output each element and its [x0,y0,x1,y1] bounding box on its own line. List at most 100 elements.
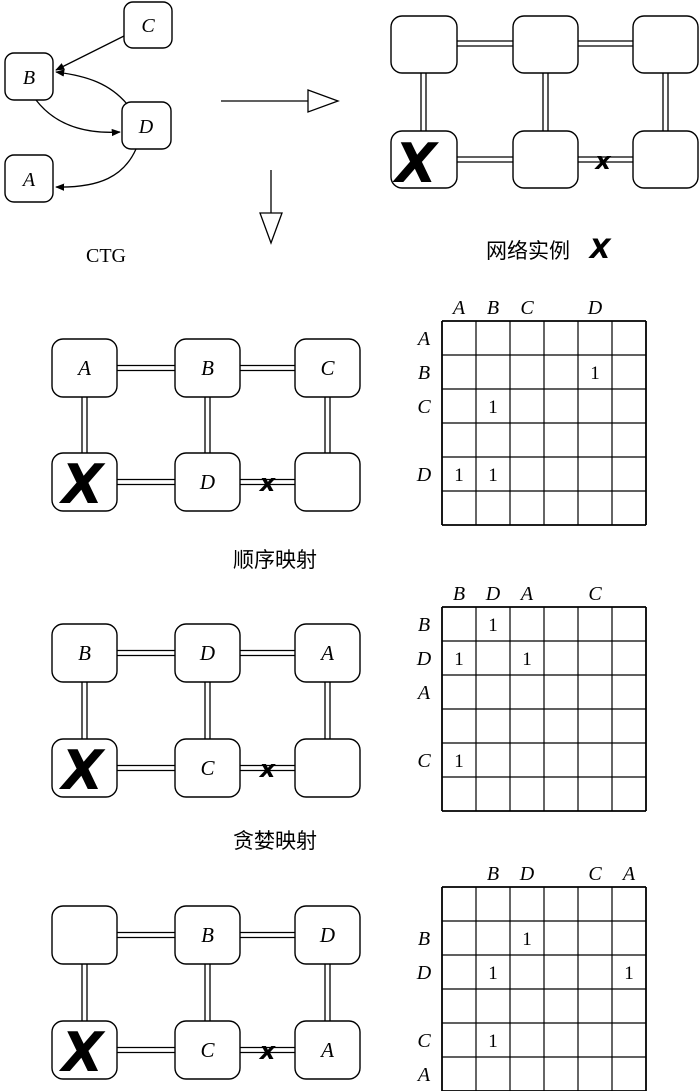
ctg-edge-d-a [55,148,137,191]
mesh-node [294,338,361,398]
mesh-node-label: C [320,356,335,380]
ctg-edge-d-b [55,69,128,105]
mesh-node [51,1020,118,1080]
faulty-node-mark: X [59,739,106,802]
matrix-row-label: B [418,614,430,636]
network-instance-caption-mark: X [588,234,612,265]
mesh-node [51,338,118,398]
faulty-node-mark: X [59,453,106,516]
matrix-cell-value: 1 [488,963,498,984]
mesh-node [174,1020,241,1080]
ctg-node-a [4,154,54,203]
ctg-node-c [123,1,173,49]
mesh-node [294,623,361,683]
ctg-node-a-label: A [21,169,36,191]
faulty-node-mark: X [59,1021,106,1084]
mesh-node [51,452,118,512]
mesh-node [51,738,118,798]
matrix-row-label: D [416,464,432,486]
matrix-col-label: A [451,297,466,319]
net-node [512,130,579,189]
matrix-cell-value: 1 [488,397,498,418]
matrix-cell-value: 1 [488,615,498,636]
matrix-cell-value: 1 [522,649,532,670]
matrix-col-label: A [519,583,534,605]
mapping-caption: 顺序映射 [233,548,317,572]
mesh-node [294,905,361,965]
mesh-node [294,738,361,798]
matrix-cell-value: 1 [454,649,464,670]
matrix-row-label: B [418,928,430,950]
faulty-link-mark: x [259,469,277,497]
matrix-row-label: A [416,328,431,350]
mapping-caption: 贪婪映射 [233,829,317,853]
net-node [512,15,579,74]
matrix-row-label: B [418,362,430,384]
matrix-col-label: D [587,297,603,319]
matrix-row-label: A [416,682,431,704]
faulty-node-mark: X [392,132,439,195]
network-instance-caption: 网络实例 [486,239,570,263]
net-node [632,130,699,189]
matrix-col-label: D [485,583,501,605]
matrix-cell-value: 1 [454,751,464,772]
mesh-node-label: D [319,923,335,947]
matrix-col-label: A [621,863,636,885]
net-node-faulty [390,130,458,189]
mesh-node-label: C [200,1038,215,1062]
flow-arrow-right [221,89,340,113]
matrix-row-label: C [417,1030,431,1052]
mesh-node-label: A [319,641,334,665]
matrix-col-label: B [487,297,499,319]
mesh-node [294,452,361,512]
matrix-cell-value: 1 [454,465,464,486]
faulty-link-mark: x [259,755,277,783]
mesh-node-label: D [199,470,215,494]
ctg-caption: CTG [86,245,126,267]
matrix-cell-value: 1 [488,465,498,486]
ctg-node-c-label: C [141,15,155,37]
matrix-col-label: B [453,583,465,605]
ctg-node-d-label: D [138,116,154,138]
mesh-node-label: D [199,641,215,665]
mesh-node [294,1020,361,1080]
ctg-node-b [4,52,54,101]
matrix-cell-value: 1 [488,1031,498,1052]
matrix-col-label: D [519,863,535,885]
ctg-edge-c-b [55,35,125,71]
mesh-node-label: B [78,641,91,665]
matrix-cell-value: 1 [624,963,634,984]
net-node [390,15,458,74]
mesh-node [51,623,118,683]
ctg-graph: C B D A CTG [4,1,173,267]
matrix-row-label: A [416,1064,431,1086]
mesh-node-label: B [201,923,214,947]
matrix-col-label: C [520,297,534,319]
mesh-node [174,452,241,512]
matrix-row-label: C [417,750,431,772]
matrix-cell-value: 1 [522,929,532,950]
faulty-link-mark: x [594,147,612,175]
mesh-node-label: C [200,756,215,780]
matrix-col-label: C [588,863,602,885]
faulty-link-mark: x [259,1037,277,1065]
matrix-row-label: C [417,396,431,418]
matrix-row-label: D [416,648,432,670]
mesh-node [174,738,241,798]
matrix-row-label: D [416,962,432,984]
mesh-node [174,905,241,965]
ctg-node-b-label: B [23,67,35,89]
matrix-col-label: C [588,583,602,605]
mesh-node [51,905,118,965]
matrix-col-label: B [487,863,499,885]
mesh-node-label: A [319,1038,334,1062]
net-node [632,15,699,74]
